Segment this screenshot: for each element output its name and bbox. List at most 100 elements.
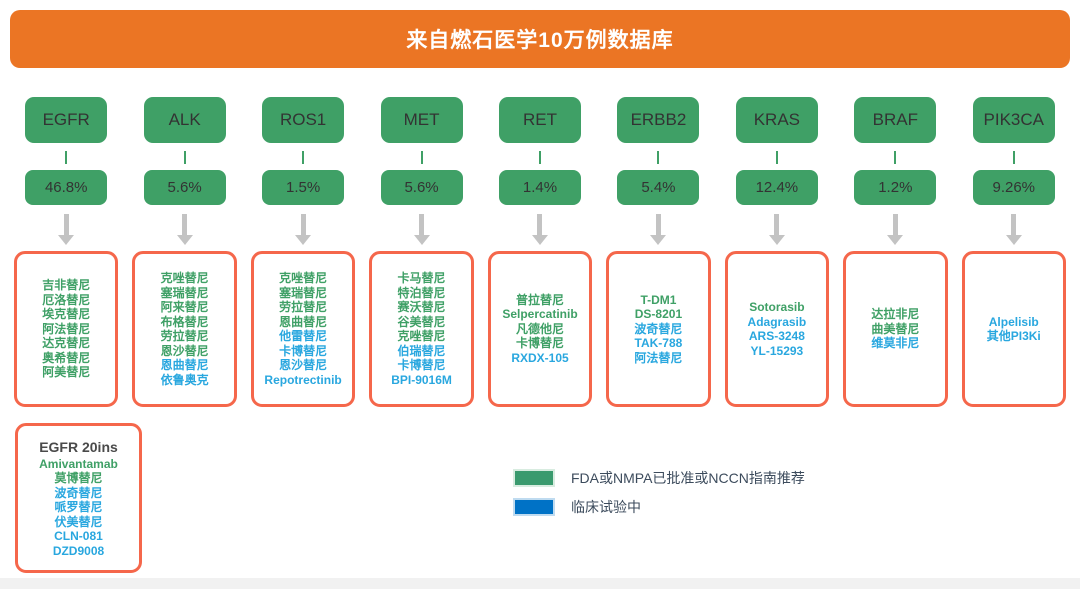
down-arrow-icon	[58, 214, 75, 245]
drug-name: 卡博替尼	[515, 336, 564, 351]
drug-name: 塞瑞替尼	[279, 285, 328, 300]
connector-line	[1012, 151, 1015, 164]
drug-name: 布格替尼	[160, 314, 209, 329]
drug-name: 阿美替尼	[42, 365, 91, 380]
drug-name: Adagrasib	[747, 314, 807, 329]
drug-name: 波奇替尼	[634, 321, 683, 336]
down-arrow-icon	[1005, 214, 1022, 245]
frequency-box-ros1: 1.5%	[262, 170, 345, 205]
gene-columns: EGFR 46.8% 吉非替尼厄洛替尼埃克替尼阿法替尼达克替尼奥希替尼阿美替尼 …	[14, 97, 1066, 407]
drug-name: 普拉替尼	[515, 292, 564, 307]
down-arrow-icon	[887, 214, 904, 245]
connector-line	[775, 151, 778, 164]
screenshot-bottom-edge	[0, 578, 1080, 589]
frequency-box-braf: 1.2%	[854, 170, 937, 205]
legend-trial-label: 临床试验中	[571, 499, 641, 515]
gene-column-alk: ALK 5.6% 克唑替尼塞瑞替尼阿来替尼布格替尼劳拉替尼恩沙替尼恩曲替尼依鲁奥…	[132, 97, 237, 407]
connector-line	[420, 151, 423, 164]
connector-line	[657, 151, 660, 164]
drug-name: 莫博替尼	[54, 471, 103, 486]
drug-name: BPI-9016M	[391, 372, 452, 387]
drug-name: 克唑替尼	[279, 271, 328, 285]
drug-name: 哌罗替尼	[54, 500, 103, 515]
drug-name: Selpercatinib	[502, 307, 578, 322]
header-banner: 来自燃石医学10万例数据库	[10, 10, 1070, 68]
down-arrow-icon	[295, 214, 312, 245]
drug-name: Alpelisib	[988, 314, 1039, 329]
connector-line	[894, 151, 897, 164]
drug-name: ARS-3248	[748, 329, 805, 343]
drug-name: Sotorasib	[749, 300, 805, 314]
legend-approved-label: FDA或NMPA已批准或NCCN指南推荐	[571, 470, 805, 486]
gene-column-egfr: EGFR 46.8% 吉非替尼厄洛替尼埃克替尼阿法替尼达克替尼奥希替尼阿美替尼	[14, 97, 119, 407]
drug-name: TAK-788	[634, 336, 683, 351]
drug-name: 厄洛替尼	[42, 292, 91, 307]
connector-line	[183, 151, 186, 164]
frequency-box-alk: 5.6%	[143, 170, 226, 205]
drug-name: 奥希替尼	[42, 350, 91, 365]
frequency-box-ret: 1.4%	[498, 170, 581, 205]
frequency-box-kras: 12.4%	[735, 170, 818, 205]
down-arrow-icon	[176, 214, 193, 245]
drug-list-braf: 达拉非尼曲美替尼维莫非尼	[843, 251, 948, 407]
egfr-20ins-title: EGFR 20ins	[39, 438, 118, 455]
frequency-box-met: 5.6%	[380, 170, 463, 205]
legend-row-approved: FDA或NMPA已批准或NCCN指南推荐	[513, 468, 805, 488]
connector-line	[538, 151, 541, 164]
frequency-box-erbb2: 5.4%	[617, 170, 700, 205]
gene-box-ros1: ROS1	[262, 97, 345, 143]
drug-name: DZD9008	[52, 543, 105, 558]
drug-name: 恩曲替尼	[160, 358, 209, 372]
drug-list-egfr: 吉非替尼厄洛替尼埃克替尼阿法替尼达克替尼奥希替尼阿美替尼	[14, 251, 119, 407]
drug-name: Repotrectinib	[264, 372, 342, 387]
down-arrow-icon	[413, 214, 430, 245]
drug-name: 劳拉替尼	[160, 329, 209, 343]
drug-name: CLN-081	[54, 529, 103, 544]
drug-name: 吉非替尼	[42, 278, 91, 293]
down-arrow-icon	[650, 214, 667, 245]
gene-box-erbb2: ERBB2	[617, 97, 700, 143]
gene-box-alk: ALK	[143, 97, 226, 143]
drug-name: 卡马替尼	[397, 271, 446, 285]
gene-box-ret: RET	[498, 97, 581, 143]
drug-name: 波奇替尼	[54, 485, 103, 500]
connector-line	[65, 151, 68, 164]
drug-name: 达拉非尼	[871, 307, 920, 322]
drug-name: 维莫非尼	[871, 336, 920, 351]
drug-name: 克唑替尼	[397, 329, 446, 343]
drug-name: YL-15293	[750, 343, 804, 358]
down-arrow-icon	[531, 214, 548, 245]
drug-name: 其他PI3Ki	[986, 329, 1041, 343]
drug-name: 凡德他尼	[515, 321, 564, 336]
drug-name: 赛沃替尼	[397, 300, 446, 314]
drug-name: 恩沙替尼	[160, 343, 209, 358]
drug-name: 恩曲替尼	[279, 314, 328, 329]
drug-name: Amivantamab	[39, 456, 118, 471]
legend-row-trial: 临床试验中	[513, 497, 805, 517]
drug-name: 塞瑞替尼	[160, 285, 209, 300]
gene-box-pik3ca: PIK3CA	[972, 97, 1055, 143]
drug-name: 达克替尼	[42, 336, 91, 351]
frequency-box-pik3ca: 9.26%	[972, 170, 1055, 205]
drug-name: 克唑替尼	[160, 271, 209, 285]
frequency-box-egfr: 46.8%	[25, 170, 108, 205]
gene-column-braf: BRAF 1.2% 达拉非尼曲美替尼维莫非尼	[843, 97, 948, 407]
drug-name: 卡博替尼	[279, 343, 328, 358]
drug-name: 依鲁奥克	[160, 372, 209, 387]
drug-name: 恩沙替尼	[279, 358, 328, 372]
gene-box-egfr: EGFR	[25, 97, 108, 143]
drug-name: 伏美替尼	[54, 514, 103, 529]
approved-color-swatch	[513, 469, 555, 487]
